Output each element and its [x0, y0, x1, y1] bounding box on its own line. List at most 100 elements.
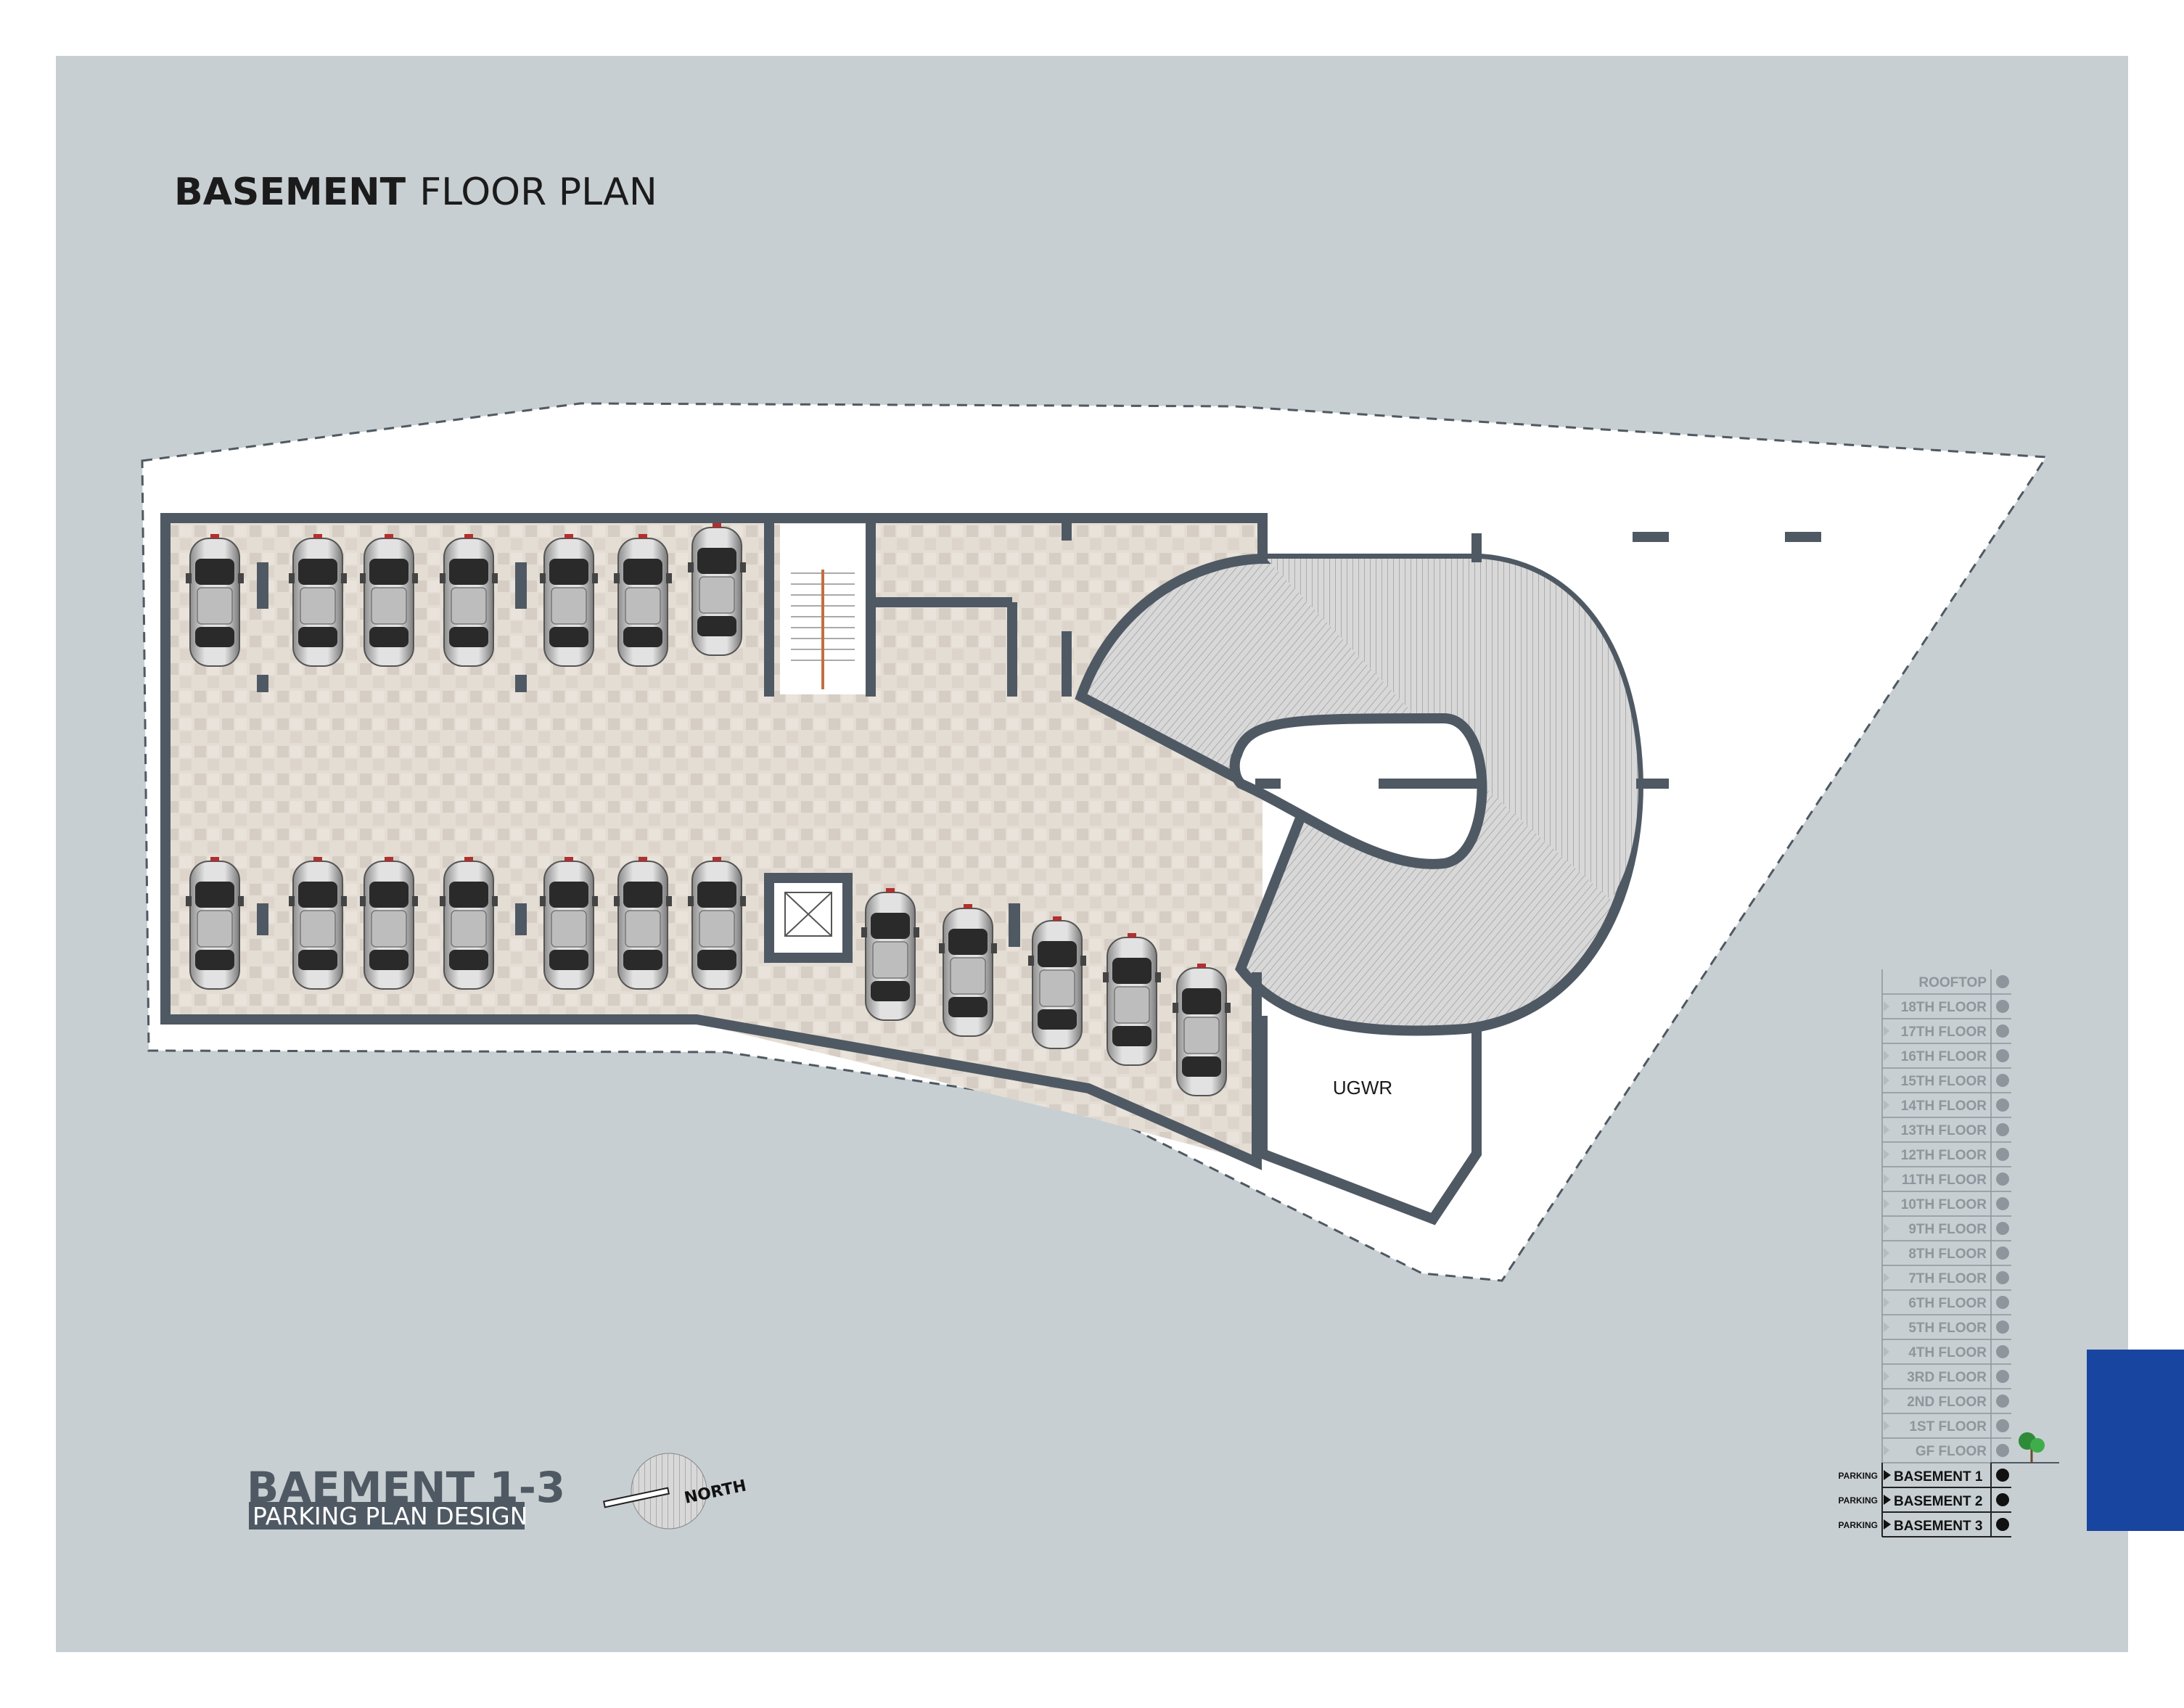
floor-dot-icon	[1996, 1049, 2009, 1062]
legend-floor-row: 18TH FLOOR	[1881, 994, 2011, 1019]
legend-floor-row: 7TH FLOOR	[1881, 1265, 2011, 1291]
legend-floor-row: 15TH FLOOR	[1881, 1068, 2011, 1093]
spiral-ramp	[1075, 533, 1669, 1036]
legend-floor-label: 17TH FLOOR	[1901, 1025, 1987, 1040]
legend-parking-prefix: PARKING	[1839, 1495, 1878, 1506]
floor-dot-icon	[1996, 1345, 2009, 1358]
external-wall-stubs	[1633, 532, 1821, 542]
parked-car	[1172, 963, 1231, 1096]
floor-dot-icon	[1996, 1296, 2009, 1309]
legend-floor-label: 1ST FLOOR	[1909, 1419, 1987, 1434]
parked-car	[185, 533, 245, 667]
parked-car	[288, 533, 348, 667]
basement-dot-icon	[1996, 1469, 2009, 1482]
legend-floor-label: 6TH FLOOR	[1908, 1296, 1987, 1311]
floor-dot-icon	[1996, 975, 2009, 988]
legend-floor-label: 3RD FLOOR	[1907, 1370, 1987, 1385]
floor-dot-icon	[1996, 1321, 2009, 1334]
legend-floor-label: 11TH FLOOR	[1902, 1173, 1987, 1188]
legend-floor-row: 8TH FLOOR	[1881, 1241, 2011, 1266]
legend-floor-label: 5TH FLOOR	[1908, 1321, 1987, 1336]
floor-dot-icon	[1996, 1099, 2009, 1112]
plan-badge: BAEMENT 1-3 PARKING PLAN DESIGN	[247, 1463, 565, 1530]
legend-floor-label: 4TH FLOOR	[1908, 1345, 1987, 1360]
parked-car	[359, 533, 419, 667]
ugwr-label: UGWR	[1333, 1077, 1392, 1099]
building-walls	[160, 513, 1482, 1225]
parked-car	[938, 903, 998, 1037]
legend-floor-label: 12TH FLOOR	[1901, 1148, 1987, 1163]
legend-floor-label: 10TH FLOOR	[1901, 1197, 1987, 1212]
legend-basement-label: BASEMENT 3	[1894, 1519, 1982, 1534]
floor-dot-icon	[1996, 1025, 2009, 1038]
legend-basement-row: PARKING BASEMENT 1	[1839, 1463, 2011, 1488]
floor-dot-icon	[1996, 1148, 2009, 1161]
page-title: BASEMENT FLOOR PLAN	[174, 171, 657, 214]
legend-floor-row: ROOFTOP	[1881, 969, 2011, 995]
legend-basement-row: PARKING BASEMENT 2	[1839, 1487, 2011, 1513]
parked-car	[1027, 916, 1087, 1049]
legend-floor-row: 10TH FLOOR	[1881, 1191, 2011, 1217]
parked-car	[613, 856, 673, 990]
legend-floor-row: 4TH FLOOR	[1881, 1339, 2011, 1365]
legend-floor-label: 18TH FLOOR	[1901, 1000, 1987, 1015]
parked-car	[439, 533, 498, 667]
parked-car	[439, 856, 498, 990]
legend-floor-label: 7TH FLOOR	[1908, 1271, 1987, 1286]
legend-floor-row: 11TH FLOOR	[1881, 1167, 2011, 1192]
legend-floor-label: 13TH FLOOR	[1901, 1123, 1987, 1138]
legend-floor-row: 17TH FLOOR	[1881, 1019, 2011, 1044]
floor-dot-icon	[1996, 1173, 2009, 1186]
staircase	[780, 524, 866, 694]
legend-floor-row: GF FLOOR	[1881, 1438, 2011, 1463]
parked-car	[687, 856, 747, 990]
legend-floor-label: 2ND FLOOR	[1907, 1395, 1987, 1410]
floor-legend: ROOFTOP 18TH FLOOR 17TH FLOOR 16TH FLOOR 15T…	[1839, 969, 2059, 1537]
legend-floor-row: 13TH FLOOR	[1881, 1117, 2011, 1143]
floor-dot-icon	[1996, 1074, 2009, 1087]
floor-dot-icon	[1996, 1123, 2009, 1136]
floor-dot-icon	[1996, 1370, 2009, 1383]
legend-basement-label: BASEMENT 2	[1894, 1494, 1982, 1509]
parked-car	[687, 522, 747, 656]
parked-car	[288, 856, 348, 990]
legend-parking-prefix: PARKING	[1839, 1471, 1878, 1481]
parked-car	[1102, 932, 1162, 1066]
legend-floor-label: 8TH FLOOR	[1908, 1247, 1987, 1262]
floor-dot-icon	[1996, 1222, 2009, 1235]
badge-subheading: PARKING PLAN DESIGN	[253, 1502, 527, 1530]
blue-tab	[2087, 1350, 2184, 1531]
legend-floor-row: 6TH FLOOR	[1881, 1290, 2011, 1315]
legend-floor-label: 16TH FLOOR	[1901, 1049, 1987, 1064]
parked-car	[359, 856, 419, 990]
floor-dot-icon	[1996, 1419, 2009, 1432]
pillars	[257, 562, 1020, 947]
legend-floor-label: ROOFTOP	[1918, 975, 1987, 990]
floor-dot-icon	[1996, 1271, 2009, 1284]
legend-floor-row: 9TH FLOOR	[1881, 1216, 2011, 1241]
legend-floor-label: GF FLOOR	[1916, 1444, 1987, 1459]
legend-floor-row: 3RD FLOOR	[1881, 1364, 2011, 1389]
legend-floor-row: 1ST FLOOR	[1881, 1413, 2011, 1439]
tree-icon	[2019, 1432, 2045, 1463]
basement-dot-icon	[1996, 1518, 2009, 1531]
legend-floor-row: 2ND FLOOR	[1881, 1389, 2011, 1414]
floor-dot-icon	[1996, 1395, 2009, 1408]
parked-car	[539, 533, 599, 667]
legend-basement-label: BASEMENT 1	[1894, 1469, 1983, 1485]
north-compass: NORTH	[602, 1453, 748, 1530]
lift	[764, 873, 853, 963]
legend-parking-prefix: PARKING	[1839, 1520, 1878, 1530]
legend-floor-label: 15TH FLOOR	[1901, 1074, 1987, 1089]
basement-dot-icon	[1996, 1493, 2009, 1506]
floor-dot-icon	[1996, 1000, 2009, 1013]
legend-floor-row: 12TH FLOOR	[1881, 1142, 2011, 1167]
legend-floor-row: 5TH FLOOR	[1881, 1315, 2011, 1340]
legend-basement-row: PARKING BASEMENT 3	[1839, 1512, 2011, 1537]
parked-car	[861, 887, 920, 1021]
parked-car	[613, 533, 673, 667]
parked-car	[185, 856, 245, 990]
legend-floor-row: 16TH FLOOR	[1881, 1043, 2011, 1069]
parked-car	[539, 856, 599, 990]
